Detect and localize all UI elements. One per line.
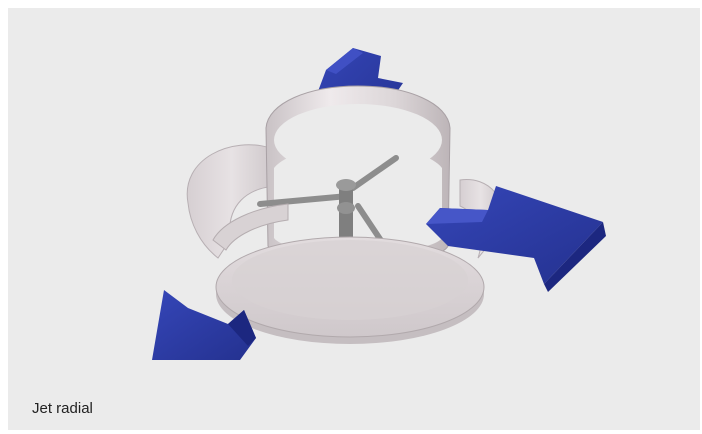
figure-panel: Jet radial [8,8,700,430]
central-cylinder [266,86,450,263]
radial-jet-diffuser-illustration [8,8,700,388]
figure-caption: Jet radial [32,400,93,418]
deflector-disc [216,237,484,344]
